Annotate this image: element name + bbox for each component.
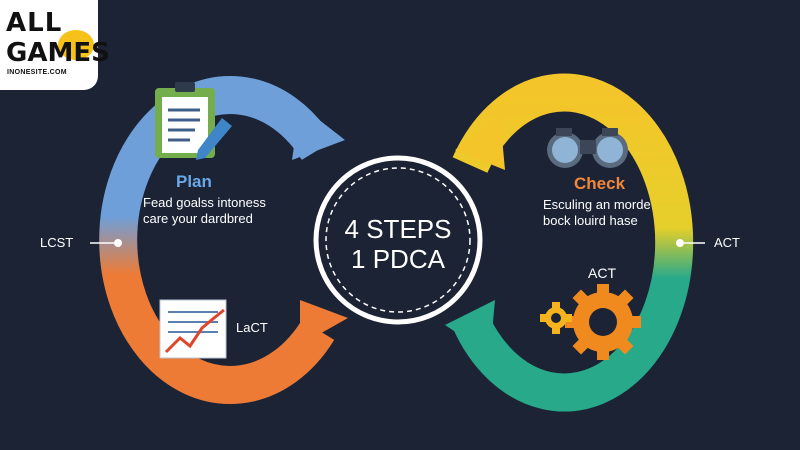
right-side-label: ACT (714, 235, 740, 250)
logo-tagline: INONESITE.COM (7, 69, 67, 76)
plan-description-line1: Fead goalss intoness (143, 195, 266, 210)
right-loop-arrowhead-bottom (445, 300, 495, 355)
left-marker-dot (114, 239, 122, 247)
left-loop-arrowhead-bottom (300, 300, 348, 345)
right-loop-arrowhead (455, 115, 505, 170)
plan-description-line2: care your dardbred (143, 211, 253, 226)
check-title: Check (574, 174, 626, 193)
left-loop-arrowhead (292, 105, 345, 160)
check-description-line1: Esculing an morde (543, 197, 651, 212)
logo-text-line2: GAMES (6, 38, 110, 68)
brand-logo[interactable]: ALL GAMES INONESITE.COM (0, 0, 110, 90)
center-circle (313, 155, 483, 325)
right-marker-dot (676, 239, 684, 247)
logo-text-line1: ALL (6, 8, 63, 38)
gears-icon (540, 284, 641, 360)
act-inner-label: ACT (588, 265, 616, 281)
chart-label: LaCT (236, 320, 268, 335)
check-description-line2: bock louird hase (543, 213, 638, 228)
center-title-line1: 4 STEPS (344, 214, 452, 244)
left-side-label: LCST (40, 235, 74, 250)
right-loop (445, 73, 694, 412)
logo-accent-shape (58, 30, 94, 60)
line-chart-icon (159, 299, 227, 359)
binoculars-icon (547, 128, 628, 168)
clipboard-icon (155, 82, 232, 160)
center-title-line2: 1 PDCA (351, 244, 445, 274)
plan-title: Plan (176, 172, 212, 191)
